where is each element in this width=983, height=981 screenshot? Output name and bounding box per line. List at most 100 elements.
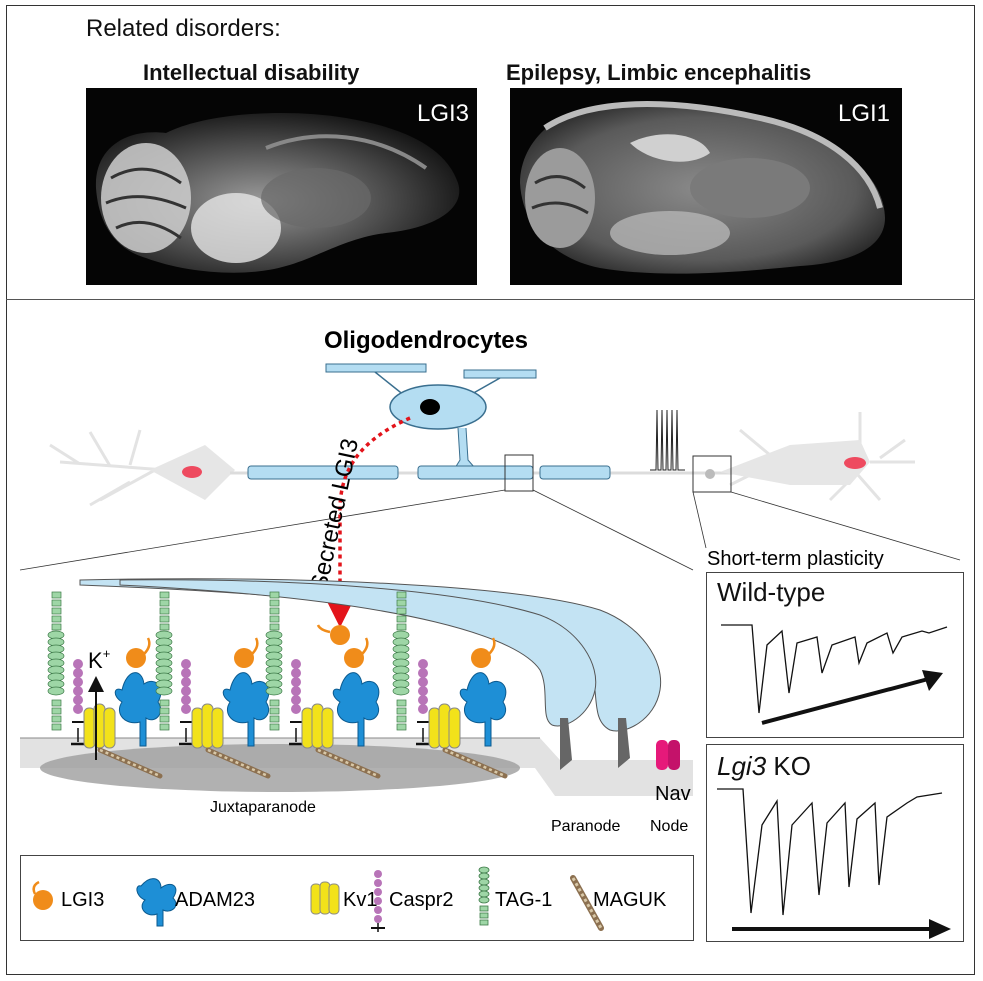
caspr2-protein: [418, 704, 428, 714]
lgi3-tail: [361, 637, 369, 655]
caspr2-protein: [291, 659, 301, 669]
tag1-protein: [396, 591, 407, 599]
tag1-protein: [51, 723, 62, 731]
kv1-protein: [448, 707, 461, 749]
kv1-protein: [211, 707, 224, 749]
juxtaparanode-label: Juxtaparanode: [210, 799, 316, 816]
lgi3-protein: [234, 648, 254, 668]
kv1-protein: [428, 707, 441, 749]
kv1-protein: [311, 703, 324, 749]
tag1-protein: [269, 623, 280, 631]
lgi3-icon: [32, 880, 53, 910]
tag1-protein: [396, 715, 407, 723]
kv1-protein: [83, 707, 96, 749]
caspr2-protein: [291, 668, 301, 678]
panel-divider: [6, 299, 975, 300]
caspr2-protein: [73, 686, 83, 696]
tag1-protein: [159, 623, 170, 631]
maguk-icon: [570, 875, 604, 931]
tag1-protein: [159, 707, 170, 715]
ko-label: Lgi3 KO: [717, 751, 811, 782]
caspr2-protein: [418, 695, 428, 705]
left-neuron: [49, 429, 166, 507]
caspr2-protein: [181, 668, 191, 678]
tag1-protein: [51, 707, 62, 715]
nav-label: Nav: [655, 783, 691, 805]
related-disorders-label: Related disorders:: [86, 15, 281, 42]
legend: LGI3 ADAM23 Kv1 Caspr2 TAG-1 MAGUK: [20, 855, 694, 941]
tag1-protein: [392, 686, 410, 696]
adam23-protein: [459, 672, 507, 747]
synapse-dot: [705, 469, 715, 479]
caspr2-protein: [418, 668, 428, 678]
lgi3-protein: [344, 648, 364, 668]
node-label: Node: [650, 818, 688, 835]
myelin-lamellae: [79, 578, 662, 732]
right-nucleus: [844, 457, 866, 469]
juxtaparanode-cluster: [40, 744, 520, 792]
lgi3-image-label: LGI3: [416, 100, 469, 127]
tag1-protein: [269, 699, 280, 707]
kv1-protein: [191, 707, 204, 749]
ko-trace-panel: Lgi3 KO: [706, 744, 964, 942]
legend-label-tag1: TAG-1: [495, 889, 552, 911]
lgi1-image-label: LGI1: [837, 100, 890, 127]
tag1-protein: [51, 699, 62, 707]
tag1-protein: [396, 623, 407, 631]
tag1-protein: [396, 707, 407, 715]
right-soma: [720, 440, 870, 485]
caspr2-protein: [181, 659, 191, 669]
right-disorder-title: Epilepsy, Limbic encephalitis: [506, 60, 812, 85]
legend-label-lgi3: LGI3: [61, 889, 104, 911]
caspr2-protein: [73, 695, 83, 705]
caspr2-protein: [291, 677, 301, 687]
caspr2-protein: [73, 659, 83, 669]
adam23-icon: [136, 878, 177, 927]
short-term-plasticity-label: Short-term plasticity: [707, 548, 884, 570]
tag1-protein: [269, 607, 280, 615]
lgi3-protein: [126, 648, 146, 668]
adam23-protein: [222, 672, 270, 747]
wildtype-label: Wild-type: [717, 577, 826, 607]
maguk-pattern: [317, 748, 379, 778]
kv1-protein: [321, 707, 334, 749]
tag1-protein: [396, 599, 407, 607]
wildtype-trace-panel: Wild-type: [706, 572, 964, 738]
tag1-protein: [155, 686, 173, 696]
tag1-protein: [51, 607, 62, 615]
left-disorder-title: Intellectual disability: [143, 60, 360, 85]
left-nucleus: [182, 466, 202, 478]
protein-complexes: [47, 591, 508, 779]
kv1-protein: [103, 707, 116, 749]
tag1-protein: [159, 607, 170, 615]
ko-gene-name: Lgi3: [717, 751, 767, 781]
tag1-protein: [51, 591, 62, 599]
maguk-pattern: [99, 748, 161, 778]
caspr2-protein: [418, 686, 428, 696]
caspr2-protein: [181, 704, 191, 714]
kv1-protein: [201, 703, 214, 749]
nav-channel: [656, 740, 680, 770]
potassium-label: K+: [88, 646, 110, 673]
paranode-label: Paranode: [551, 818, 620, 835]
lgi3-tail: [488, 637, 496, 655]
caspr2-protein: [73, 704, 83, 714]
wildtype-trace: [721, 624, 948, 725]
secretion-arrow: [322, 416, 411, 628]
tag1-protein: [269, 599, 280, 607]
spike-train: [650, 409, 685, 471]
caspr2-protein: [181, 677, 191, 687]
tag1-protein: [269, 591, 280, 599]
lgi3-protein: [471, 648, 491, 668]
tag1-protein: [159, 715, 170, 723]
oligodendrocyte-cell: [325, 363, 537, 469]
legend-label-caspr2: Caspr2: [389, 889, 453, 911]
tag1-protein: [269, 615, 280, 623]
tag1-protein: [47, 686, 65, 696]
tag1-protein: [51, 715, 62, 723]
caspr2-protein: [181, 695, 191, 705]
tag1-protein: [51, 599, 62, 607]
kv1-protein: [301, 707, 314, 749]
kv1-icon: [310, 881, 340, 915]
